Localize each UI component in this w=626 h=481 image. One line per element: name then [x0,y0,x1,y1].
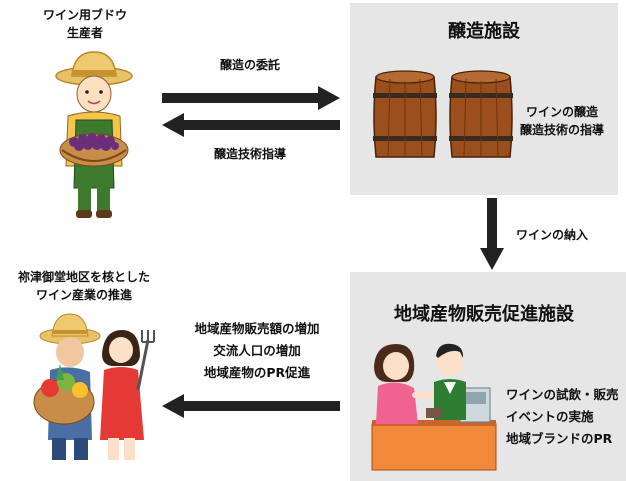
sales-desc-line2: イベントの実施 [506,409,594,424]
community-label: 祢津御堂地区を核とした ワイン産業の推進 [0,268,168,304]
sales-desc: ワインの試飲・販売 イベントの実施 地域ブランドのPR [506,384,619,450]
down-arrow [480,198,504,270]
barrels-illustration [370,67,520,167]
left-arrow-bottom [162,394,340,418]
producer-label-line1: ワイン用ブドウ [42,8,127,22]
left-arrow-top [162,113,340,137]
guidance-label: 醸造技術指導 [213,147,286,161]
brewery-title: 醸造施設 [448,21,520,42]
brewery-desc-line2: 醸造技術の指導 [520,123,605,137]
producer-label: ワイン用ブドウ 生産者 [30,6,140,42]
community-label-line2: ワイン産業の推進 [35,288,132,302]
farmer-illustration [52,46,136,224]
commission-label: 醸造の委託 [219,58,280,72]
brewery-box: 醸造施設 ワインの醸造 醸造技術の指導 [350,3,618,195]
brewery-desc-line1: ワインの醸造 [526,105,599,119]
sales-box: 地域産物販売促進施設 ワインの試飲・販売 イベントの実施 地域ブランドのPR [350,272,626,481]
sales-desc-line1: ワインの試飲・販売 [506,387,619,402]
effects-line2: 交流人口の増加 [213,343,301,358]
delivery-label: ワインの納入 [516,228,589,242]
effects-line3: 地域産物のPR促進 [203,365,311,380]
producer-label-line2: 生産者 [66,26,103,40]
sales-desc-line3: 地域ブランドのPR [506,431,613,446]
couple-illustration [20,310,160,470]
community-label-line1: 祢津御堂地区を核とした [17,270,150,284]
shop-illustration [368,336,498,476]
sales-title: 地域産物販売促進施設 [394,304,574,325]
effects-line1: 地域産物販売額の増加 [194,321,320,336]
brewery-desc: ワインの醸造 醸造技術の指導 [520,103,604,139]
effects-text: 地域産物販売額の増加 交流人口の増加 地域産物のPR促進 [172,318,342,384]
right-arrow [162,86,340,110]
